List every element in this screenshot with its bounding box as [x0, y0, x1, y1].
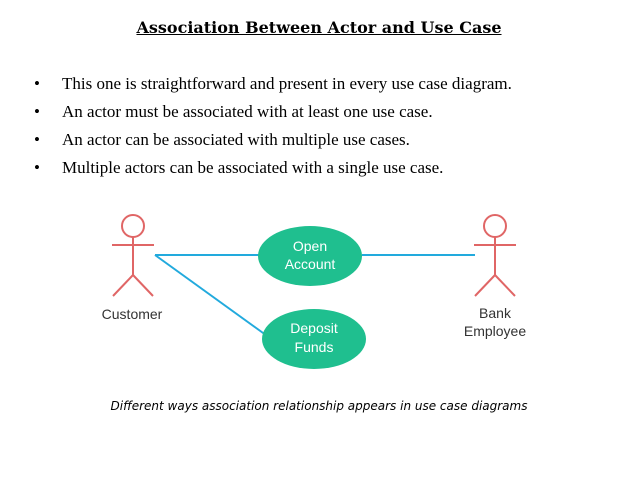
bullet-text: Multiple actors can be associated with a… [62, 158, 444, 177]
use-case-deposit-funds [262, 309, 366, 369]
actor-label-bank-employee-line1: Bank [479, 305, 512, 321]
actor-label-customer: Customer [102, 306, 163, 322]
bullet-item: •This one is straightforward and present… [34, 74, 512, 93]
bullet-text: This one is straightforward and present … [62, 74, 512, 93]
association-customer-deposit-funds [154, 254, 271, 339]
use-case-open-account [258, 226, 362, 286]
bullet-text: An actor must be associated with at leas… [62, 102, 433, 121]
diagram-caption: Different ways association relationship … [110, 399, 528, 413]
use-case-label-open: Open [293, 238, 327, 254]
use-case-label-funds: Funds [295, 339, 334, 355]
bank-employee-actor-icon [474, 214, 516, 297]
slide-title: Association Between Actor and Use Case [136, 18, 502, 37]
actor-label-bank-employee-line2: Employee [464, 323, 526, 339]
use-case-label-deposit: Deposit [290, 320, 338, 336]
bullet-item: •An actor must be associated with at lea… [34, 102, 433, 121]
customer-actor-icon [112, 214, 154, 297]
use-case-label-account: Account [285, 256, 336, 272]
bullet-list: •This one is straightforward and present… [34, 70, 512, 182]
bullet-text: An actor can be associated with multiple… [62, 130, 410, 149]
bullet-item: •Multiple actors can be associated with … [34, 158, 444, 177]
bullet-item: •An actor can be associated with multipl… [34, 130, 410, 149]
